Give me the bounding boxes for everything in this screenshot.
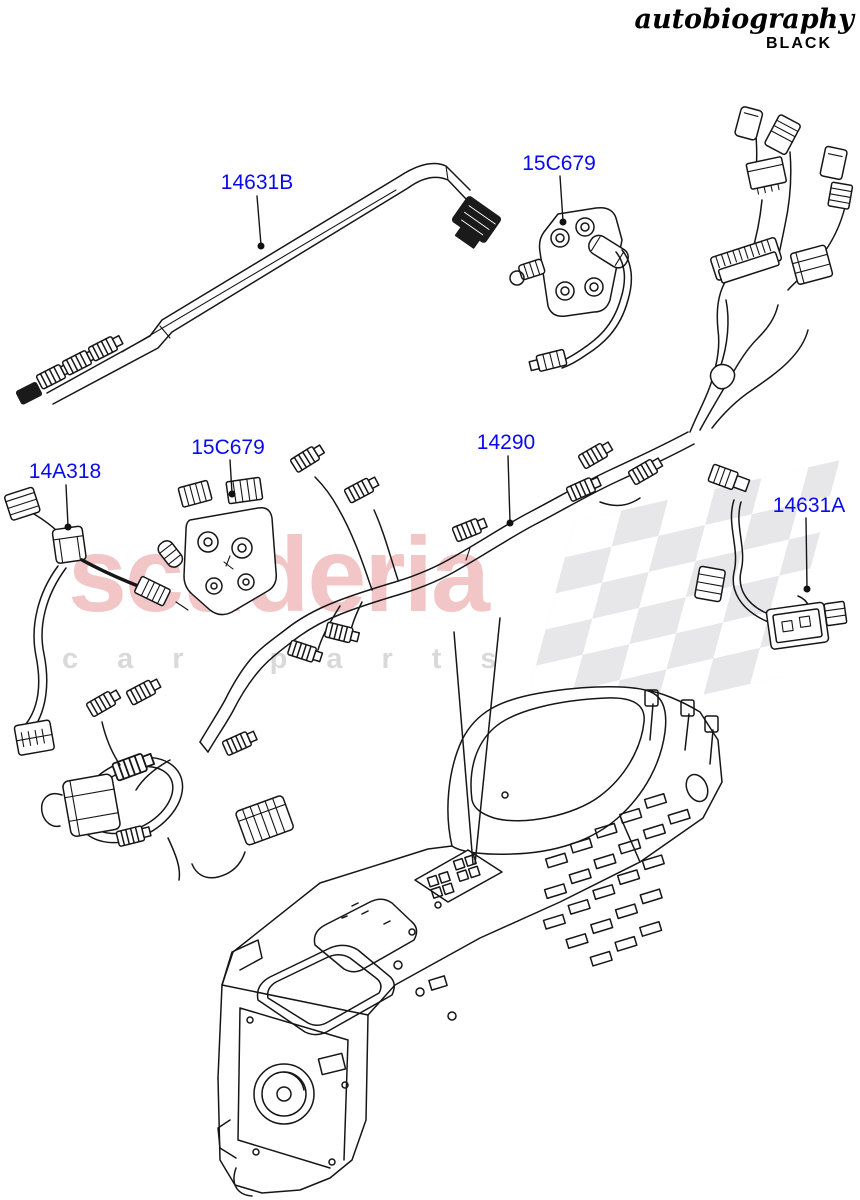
part-label-14A318[interactable]: 14A318: [28, 460, 102, 483]
leader-lines: [64, 175, 811, 865]
part-label-15C679-top[interactable]: 15C679: [522, 152, 596, 175]
console-side-grid: [393, 792, 691, 1021]
part-label-14631B[interactable]: 14631B: [220, 171, 294, 194]
brand-script-text: autobiography: [634, 4, 854, 35]
console-assembly-drawing: [217, 685, 723, 1197]
bracket-15C679-top-drawing: [509, 206, 633, 372]
console-pointer-line-right: [474, 617, 501, 865]
harness-cluster-top-right-drawing: [689, 106, 854, 433]
watermark-tagline: car parts: [62, 643, 536, 675]
brand-block: autobiography BLACK: [634, 4, 854, 53]
harness-14290-end-cluster: [40, 675, 294, 881]
part-label-14631A[interactable]: 14631A: [772, 494, 846, 517]
console-pointer-line-left: [453, 631, 474, 865]
part-label-15C679-left[interactable]: 15C679: [191, 436, 265, 459]
harness-14290-drawing: [40, 431, 695, 881]
bracket-15C679-left-drawing: [157, 476, 278, 616]
watermark-name: scuderia: [68, 516, 490, 634]
harness-14631B-drawing: [15, 162, 502, 405]
harness-14631A-drawing: [694, 463, 848, 650]
part-label-14290[interactable]: 14290: [476, 431, 536, 454]
brand-edition-text: BLACK: [766, 35, 832, 53]
harness-14A318-drawing: [4, 486, 189, 756]
